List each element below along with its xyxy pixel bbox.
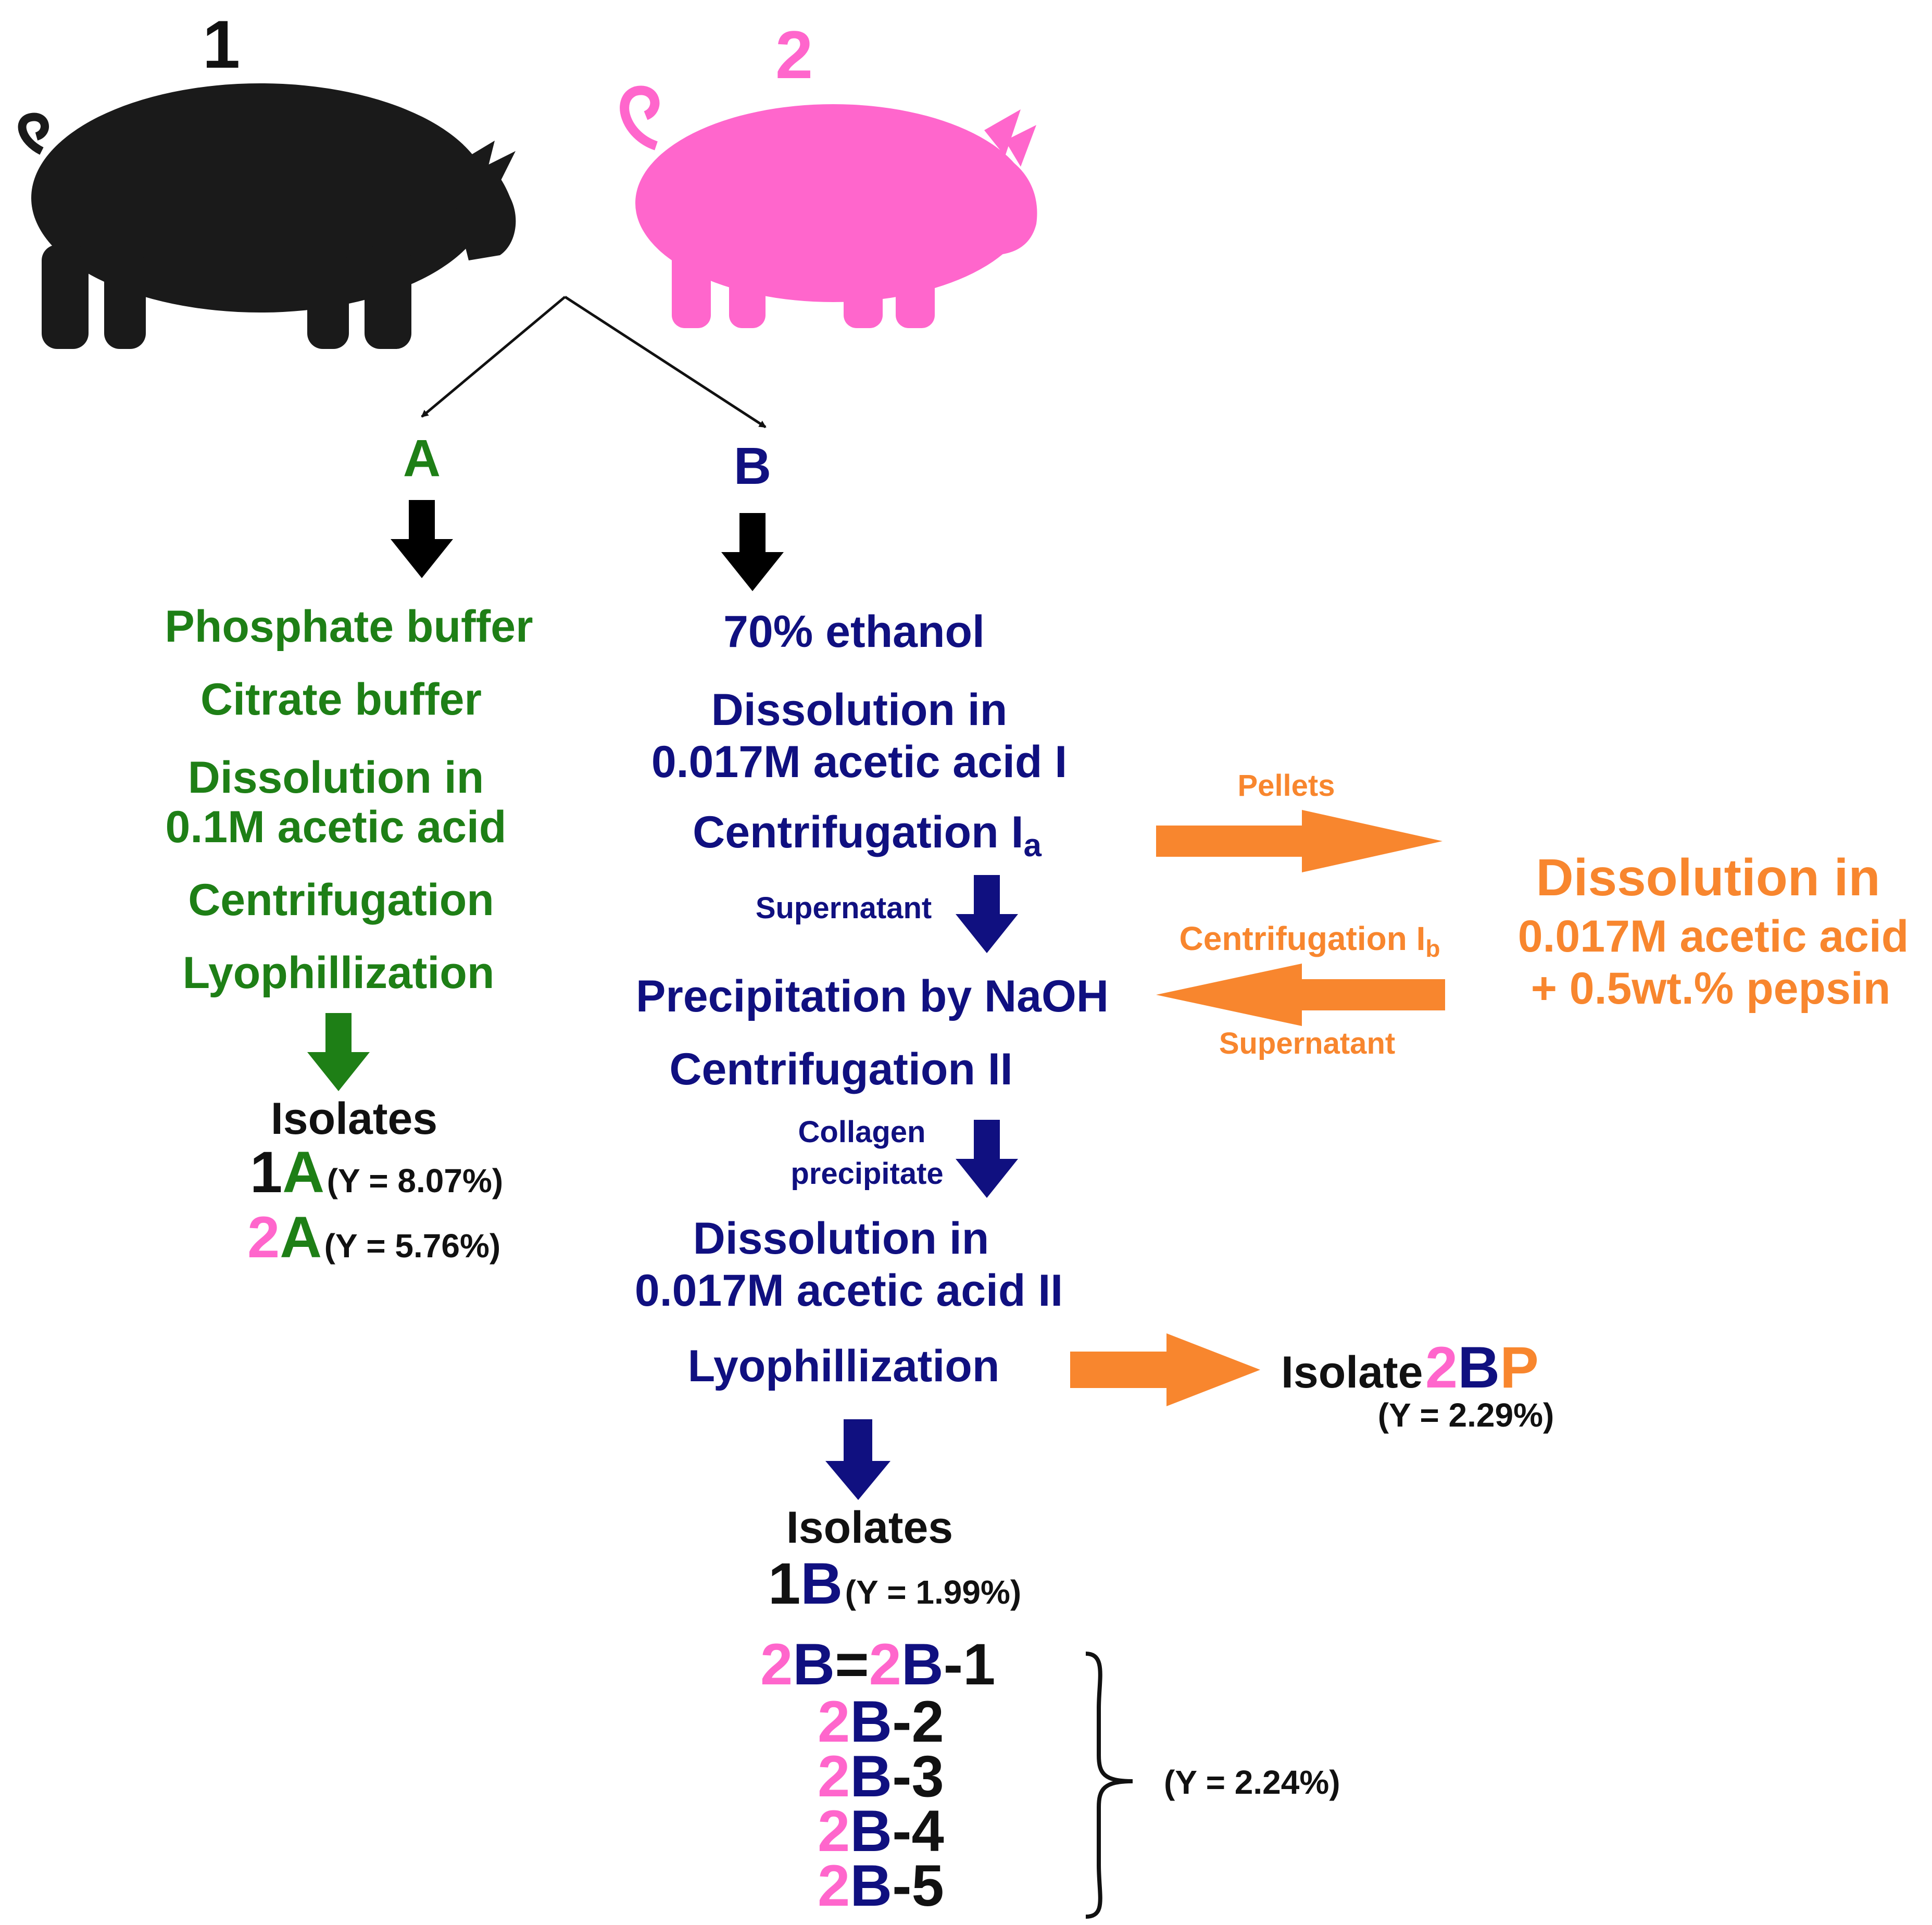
isolate-2bp-num: 2 [1425, 1335, 1458, 1400]
pepsin-line-acetic: 0.017M acetic acid [1517, 911, 1909, 961]
arrow-left-supernatant [1156, 964, 1445, 1026]
arrow-right-pellets [1156, 810, 1442, 872]
pig-2-label: 2 [775, 17, 813, 93]
arrow-down-collagen [956, 1120, 1018, 1198]
isolate-2bp-b: B [1458, 1335, 1500, 1400]
arrow-right-isolate-2bp [1070, 1333, 1260, 1406]
isolate-1a-letter: A [282, 1140, 325, 1205]
isolate-2b-4-suffix: -4 [892, 1798, 944, 1864]
isolate-2b-2: 2B-2 [818, 1693, 944, 1751]
pig-2-icon [620, 85, 1037, 328]
pig-1-icon [18, 83, 516, 349]
isolate-2b-4-letter: B [850, 1798, 893, 1864]
isolate-2b-1: 2B=2B-1 [760, 1635, 995, 1694]
isolate-2b-1-letter2: B [901, 1632, 944, 1697]
isolate-2b-3-letter: B [850, 1744, 893, 1809]
pepsin-centrifugation-sub: b [1425, 934, 1440, 962]
branch-b-label: B [733, 437, 772, 495]
arrow-down-b [721, 513, 784, 591]
branch-a-label: A [403, 429, 441, 488]
isolate-2a-yield: (Y = 5.76%) [324, 1227, 501, 1265]
route-a-step-acetic: 0.1M acetic acid [165, 802, 507, 852]
route-b-collagen-label: Collagen [798, 1115, 926, 1149]
pepsin-supernatant-label: Supernatant [1219, 1027, 1396, 1060]
pepsin-pellets-label: Pellets [1237, 769, 1335, 803]
route-b-step-acetic-1: 0.017M acetic acid I [651, 737, 1068, 787]
pepsin-centrifugation-text: Centrifugation I [1179, 920, 1426, 957]
split-line-a [421, 296, 566, 418]
isolate-2b-1-num: 2 [760, 1632, 793, 1697]
isolate-1a-num: 1 [250, 1140, 283, 1205]
arrow-down-green [307, 1013, 370, 1091]
route-a-step-centrifugation: Centrifugation [188, 875, 494, 925]
route-a-step-phosphate: Phosphate buffer [165, 602, 533, 652]
route-a-step-citrate: Citrate buffer [200, 674, 482, 724]
isolate-2bp-yield: (Y = 2.29%) [1377, 1396, 1554, 1434]
isolate-2b-5-num: 2 [818, 1853, 850, 1918]
split-line-b [564, 295, 767, 429]
route-a-isolates-title: Isolates [270, 1094, 438, 1144]
isolate-2b-1-letter: B [793, 1632, 835, 1697]
isolate-1b-yield: (Y = 1.99%) [845, 1573, 1022, 1611]
route-b-precipitate-label: precipitate [791, 1157, 944, 1191]
isolate-2b-3-suffix: -3 [892, 1744, 944, 1809]
route-b-centrifugation-i-sub: a [1023, 828, 1042, 864]
pepsin-title: Dissolution in [1536, 848, 1880, 907]
route-b-step-lyophillization: Lyophillization [687, 1341, 1000, 1391]
isolate-2b-1-suffix: -1 [943, 1632, 996, 1697]
route-a-step-lyophillization: Lyophillization [182, 948, 495, 998]
arrow-down-a [391, 500, 453, 578]
route-b-centrifugation-i-text: Centrifugation I [693, 807, 1024, 857]
isolate-2b-2-num: 2 [818, 1689, 850, 1754]
isolate-2b-2-letter: B [850, 1689, 893, 1754]
isolate-2b-1-num2: 2 [869, 1632, 901, 1697]
isolate-2b-5-suffix: -5 [892, 1853, 944, 1918]
route-b-step-acetic-2: 0.017M acetic acid II [634, 1266, 1063, 1316]
route-a-step-dissolution: Dissolution in [187, 753, 484, 803]
route-b-step-ethanol: 70% ethanol [723, 607, 985, 657]
isolate-2b-3: 2B-3 [818, 1747, 944, 1806]
isolate-2b-5-letter: B [850, 1853, 893, 1918]
isolate-2b-5: 2B-5 [818, 1857, 944, 1915]
isolate-2bp: Isolate 2BP [1281, 1339, 1539, 1397]
isolate-2a-letter: A [280, 1205, 322, 1270]
isolate-2a: 2A (Y = 5.76%) [247, 1208, 500, 1267]
route-b-step-dissolution-1: Dissolution in [711, 685, 1008, 735]
isolate-1a-yield: (Y = 8.07%) [327, 1162, 504, 1199]
isolate-2b-2-suffix: -2 [892, 1689, 944, 1754]
isolate-2b-3-num: 2 [818, 1744, 850, 1809]
pepsin-line-pepsin: + 0.5wt.% pepsin [1530, 964, 1891, 1014]
isolate-2bp-p: P [1500, 1335, 1539, 1400]
route-b-step-precipitation: Precipitation by NaOH [636, 971, 1109, 1021]
arrow-down-supernatant [956, 875, 1018, 953]
isolate-1b-letter: B [800, 1551, 843, 1616]
isolate-2a-num: 2 [247, 1205, 280, 1270]
isolate-1b-num: 1 [768, 1551, 801, 1616]
pig-1-label: 1 [202, 6, 241, 82]
isolate-2b-4: 2B-4 [818, 1802, 944, 1860]
isolate-2b-4-num: 2 [818, 1798, 850, 1864]
curly-brace [1085, 1652, 1133, 1919]
pepsin-centrifugation-ib: Centrifugation Ib [1179, 920, 1440, 960]
route-b-step-centrifugation-ii: Centrifugation II [669, 1044, 1013, 1094]
route-b-step-centrifugation-i: Centrifugation Ia [693, 807, 1042, 862]
isolate-2b-1-equals: = [835, 1632, 869, 1697]
route-b-supernatant-label: Supernatant [755, 891, 932, 925]
isolate-2b-yield: (Y = 2.24%) [1164, 1764, 1340, 1801]
isolate-1a: 1A (Y = 8.07%) [250, 1143, 503, 1202]
route-b-step-dissolution-2: Dissolution in [693, 1214, 989, 1264]
isolate-2bp-label: Isolate [1281, 1347, 1423, 1397]
arrow-down-isolates-b [825, 1419, 890, 1500]
route-b-isolates-title: Isolates [786, 1503, 954, 1553]
isolate-1b: 1B (Y = 1.99%) [768, 1555, 1021, 1613]
